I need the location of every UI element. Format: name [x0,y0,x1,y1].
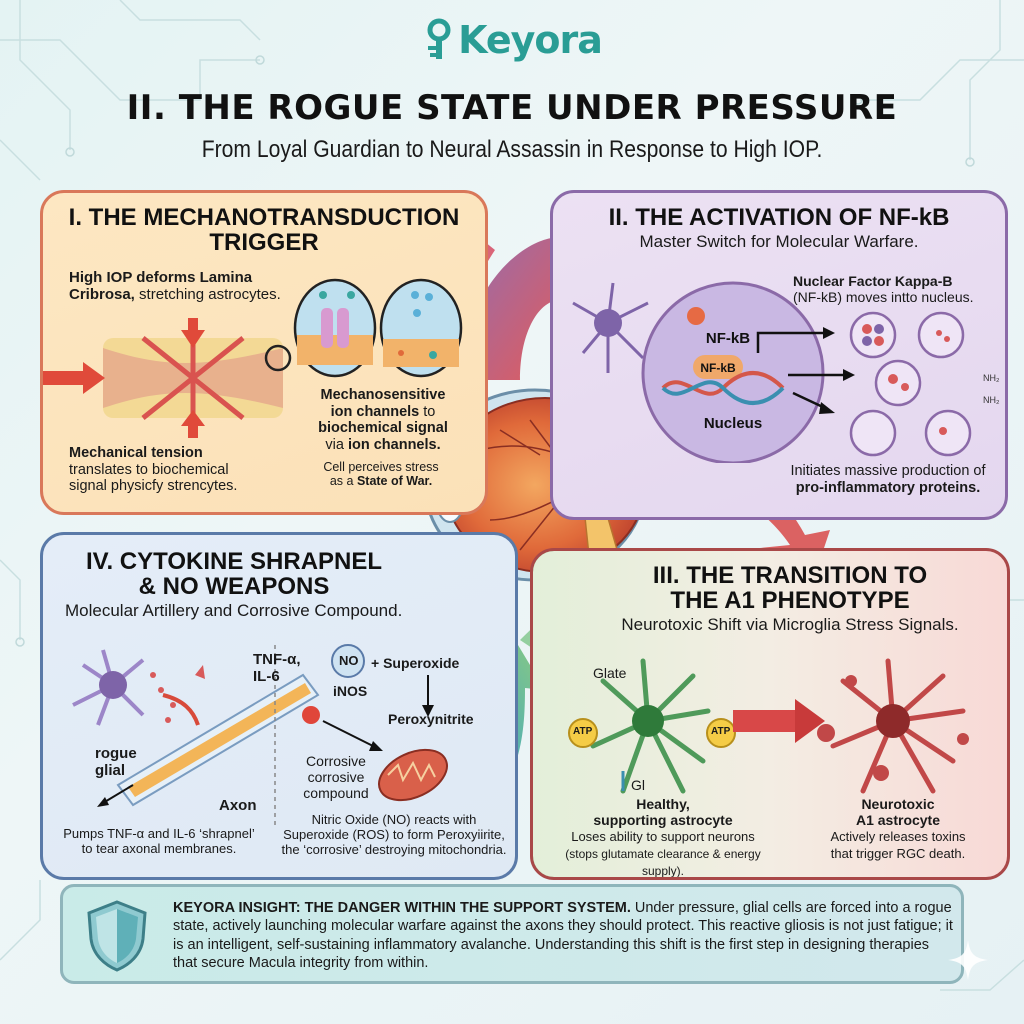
caption-mechanical-tension: Mechanical tension translates to biochem… [69,445,238,495]
caption-lamina: High IOP deforms Lamina Cribrosa, stretc… [69,269,281,304]
nucleus-illustration: NF-kB NF-kB Nucleus NH₂ NH₂ [572,281,1000,463]
panel-mechanotransduction: I. THE MECHANOTRANSDUCTION TRIGGER High … [40,190,488,515]
page-subtitle: From Loyal Guardian to Neural Assassin i… [201,136,823,163]
panel-title-line1: I. THE MECHANOTRANSDUCTION [68,204,460,231]
label-atp-left: ATP [573,726,593,737]
caption-a1-astrocyte: Neurotoxic A1 astrocyte Actively release… [830,796,966,862]
insight-body: Under pressure, glial cells are forced i… [173,900,953,972]
page-title: II. THE ROGUE STATE UNDER PRESSURE [126,88,898,128]
panel-title: II. THE ACTIVATION OF NF-kB [608,204,950,231]
brand-name: Keyora [458,18,603,62]
caption-pro-inflammatory: Initiates massive production of pro-infl… [790,463,986,496]
panel-a1-transition: III. THE TRANSITION TO THE A1 PHENOTYPE … [530,548,1010,880]
astrocyte-illustration [568,658,969,794]
insight-text: KEYORA INSIGHT: THE DANGER WITHIN THE SU… [173,899,953,973]
key-icon [427,18,451,59]
caption-shrapnel: Pumps TNF-α and IL-6 ‘shrapnel’ to tear … [63,826,255,856]
ion-channel-illustration [293,278,463,378]
panel-subtitle: Master Switch for Molecular Warfare. [639,232,919,252]
cytokine-illustration [72,644,448,825]
nucleus-label: Nucleus [704,415,762,432]
panel-title: III. THE TRANSITION TO THE A1 PHENOTYPE [652,562,928,615]
label-glate: Glate [593,665,627,681]
svg-text:NH₂: NH₂ [983,395,1000,405]
panel-subtitle: Molecular Artillery and Corrosive Compou… [65,601,403,621]
label-tnf: TNF-α, IL-6 [253,651,301,686]
label-no: NO [339,653,359,668]
label-superoxide: + Superoxide [371,655,460,671]
caption-nitric-oxide: Nitric Oxide (NO) reacts with Superoxide… [281,812,507,857]
label-axon: Axon [219,797,257,814]
nfkb-label: NF-kB [706,330,750,347]
caption-healthy-astrocyte: Healthy, supporting astrocyte Loses abil… [565,796,761,878]
label-rogue-glial: rogue glial [95,745,137,780]
label-atp-right: ATP [711,726,731,737]
label-inos: iNOS [333,683,368,699]
label-corrosive-compound: Corrosive corrosive compound [303,753,369,802]
shield-icon [87,900,147,972]
caption-state-of-war: Cell perceives stress as a State of War. [323,460,439,489]
caption-mechanosensitive: Mechanosensitive ion channels to biochem… [318,387,448,454]
panel-title-line2: TRIGGER [209,229,319,257]
sparkle-icon [948,940,988,980]
panel-cytokine-shrapnel: IV. CYTOKINE SHRAPNEL & NO WEAPONS Molec… [40,532,518,880]
insight-lead: KEYORA INSIGHT: THE DANGER WITHIN THE SU… [173,900,631,916]
lamina-cribrosa-illustration [43,318,292,438]
nfkb-badge: NF-kB [700,361,736,375]
caption-nfkb: Nuclear Factor Kappa-B (NF-kB) moves int… [793,273,974,306]
label-peroxynitrite: Peroxynitrite [388,711,474,727]
label-gl: Gl [631,777,645,793]
brand-logo: Keyora [0,18,1024,67]
keyora-insight-box: KEYORA INSIGHT: THE DANGER WITHIN THE SU… [60,884,964,984]
panel-subtitle: Neurotoxic Shift via Microglia Stress Si… [621,615,959,635]
panel-title: IV. CYTOKINE SHRAPNEL & NO WEAPONS [85,548,383,601]
panel-nfkb-activation: II. THE ACTIVATION OF NF-kB Master Switc… [550,190,1008,520]
svg-text:NH₂: NH₂ [983,373,1000,383]
panel-title: I. THE MECHANOTRANSDUCTION TRIGGER [43,205,485,255]
